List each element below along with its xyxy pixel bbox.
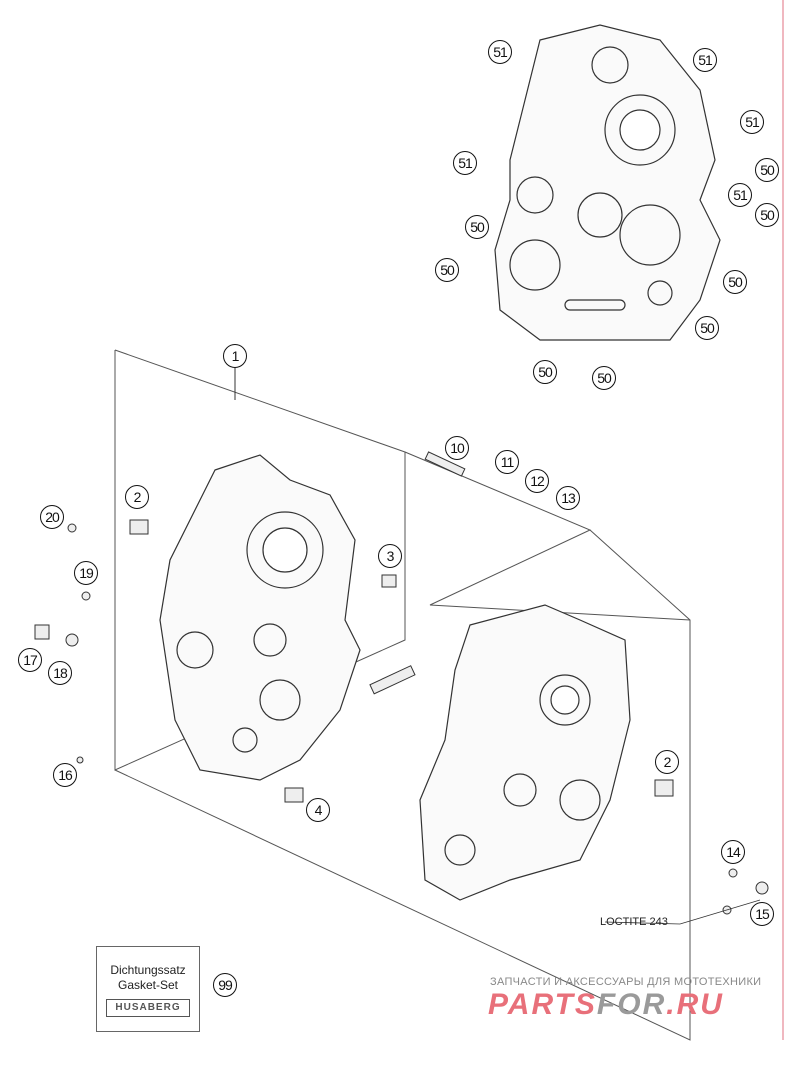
callout-19[interactable]: 19 xyxy=(74,561,98,585)
callout-10[interactable]: 10 xyxy=(445,436,469,460)
callout-4[interactable]: 4 xyxy=(306,798,330,822)
assembly-frame-right xyxy=(114,529,691,1041)
husaberg-logo: HUSABERG xyxy=(106,999,190,1017)
callout-50[interactable]: 50 xyxy=(435,258,459,282)
plug-17 xyxy=(34,624,50,640)
callout-50[interactable]: 50 xyxy=(723,270,747,294)
shaft xyxy=(369,665,416,695)
callout-50[interactable]: 50 xyxy=(465,215,489,239)
callout-50[interactable]: 50 xyxy=(592,366,616,390)
callout-16[interactable]: 16 xyxy=(53,763,77,787)
washer-18 xyxy=(65,633,79,647)
callout-3[interactable]: 3 xyxy=(378,544,402,568)
nut-14 xyxy=(728,868,738,878)
bushing-3 xyxy=(381,574,397,588)
callout-51[interactable]: 51 xyxy=(693,48,717,72)
callout-50[interactable]: 50 xyxy=(533,360,557,384)
callout-51[interactable]: 51 xyxy=(740,110,764,134)
callout-2[interactable]: 2 xyxy=(655,750,679,774)
crankcase-right-half xyxy=(419,604,631,901)
screw-20 xyxy=(67,523,77,533)
callout-50[interactable]: 50 xyxy=(695,316,719,340)
gasket-set-box: Dichtungssatz Gasket-Set HUSABERG xyxy=(96,946,200,1032)
screw-19 xyxy=(81,591,91,601)
callout-2[interactable]: 2 xyxy=(125,485,149,509)
gasket-line2: Gasket-Set xyxy=(117,978,179,992)
loctite-label: LOCTITE 243 xyxy=(600,916,668,928)
callout-99[interactable]: 99 xyxy=(213,973,237,997)
small-parts xyxy=(34,451,769,915)
callout-15[interactable]: 15 xyxy=(750,902,774,926)
part-10 xyxy=(424,451,466,477)
callout-50[interactable]: 50 xyxy=(755,203,779,227)
callout-51[interactable]: 51 xyxy=(453,151,477,175)
gasket-line1: Dichtungssatz xyxy=(110,963,186,977)
callout-20[interactable]: 20 xyxy=(40,505,64,529)
crankcase-inner-view xyxy=(494,24,721,341)
callout-14[interactable]: 14 xyxy=(721,840,745,864)
watermark-brand: PARTSFOR.RU xyxy=(488,988,724,1022)
watermark-brand-red: PARTS xyxy=(488,988,597,1021)
plug-15 xyxy=(755,881,769,895)
bushing-2 xyxy=(129,519,149,535)
callout-17[interactable]: 17 xyxy=(18,648,42,672)
bushing-4 xyxy=(284,787,304,803)
pin-16 xyxy=(76,756,84,764)
callout-12[interactable]: 12 xyxy=(525,469,549,493)
callout-50[interactable]: 50 xyxy=(755,158,779,182)
callout-1[interactable]: 1 xyxy=(223,344,247,368)
watermark-brand-gray: FOR xyxy=(596,988,667,1021)
callout-18[interactable]: 18 xyxy=(48,661,72,685)
callout-13[interactable]: 13 xyxy=(556,486,580,510)
callout-11[interactable]: 11 xyxy=(495,450,519,474)
watermark-tagline: ЗАПЧАСТИ И АКСЕССУАРЫ ДЛЯ МОТОТЕХНИКИ xyxy=(490,976,762,988)
assembly-frame-left xyxy=(114,349,406,771)
callout-51[interactable]: 51 xyxy=(488,40,512,64)
bushing-2b xyxy=(654,779,674,797)
watermark-brand-suffix: .RU xyxy=(666,988,724,1021)
crankcase-left-half xyxy=(159,454,361,781)
callout-51[interactable]: 51 xyxy=(728,183,752,207)
